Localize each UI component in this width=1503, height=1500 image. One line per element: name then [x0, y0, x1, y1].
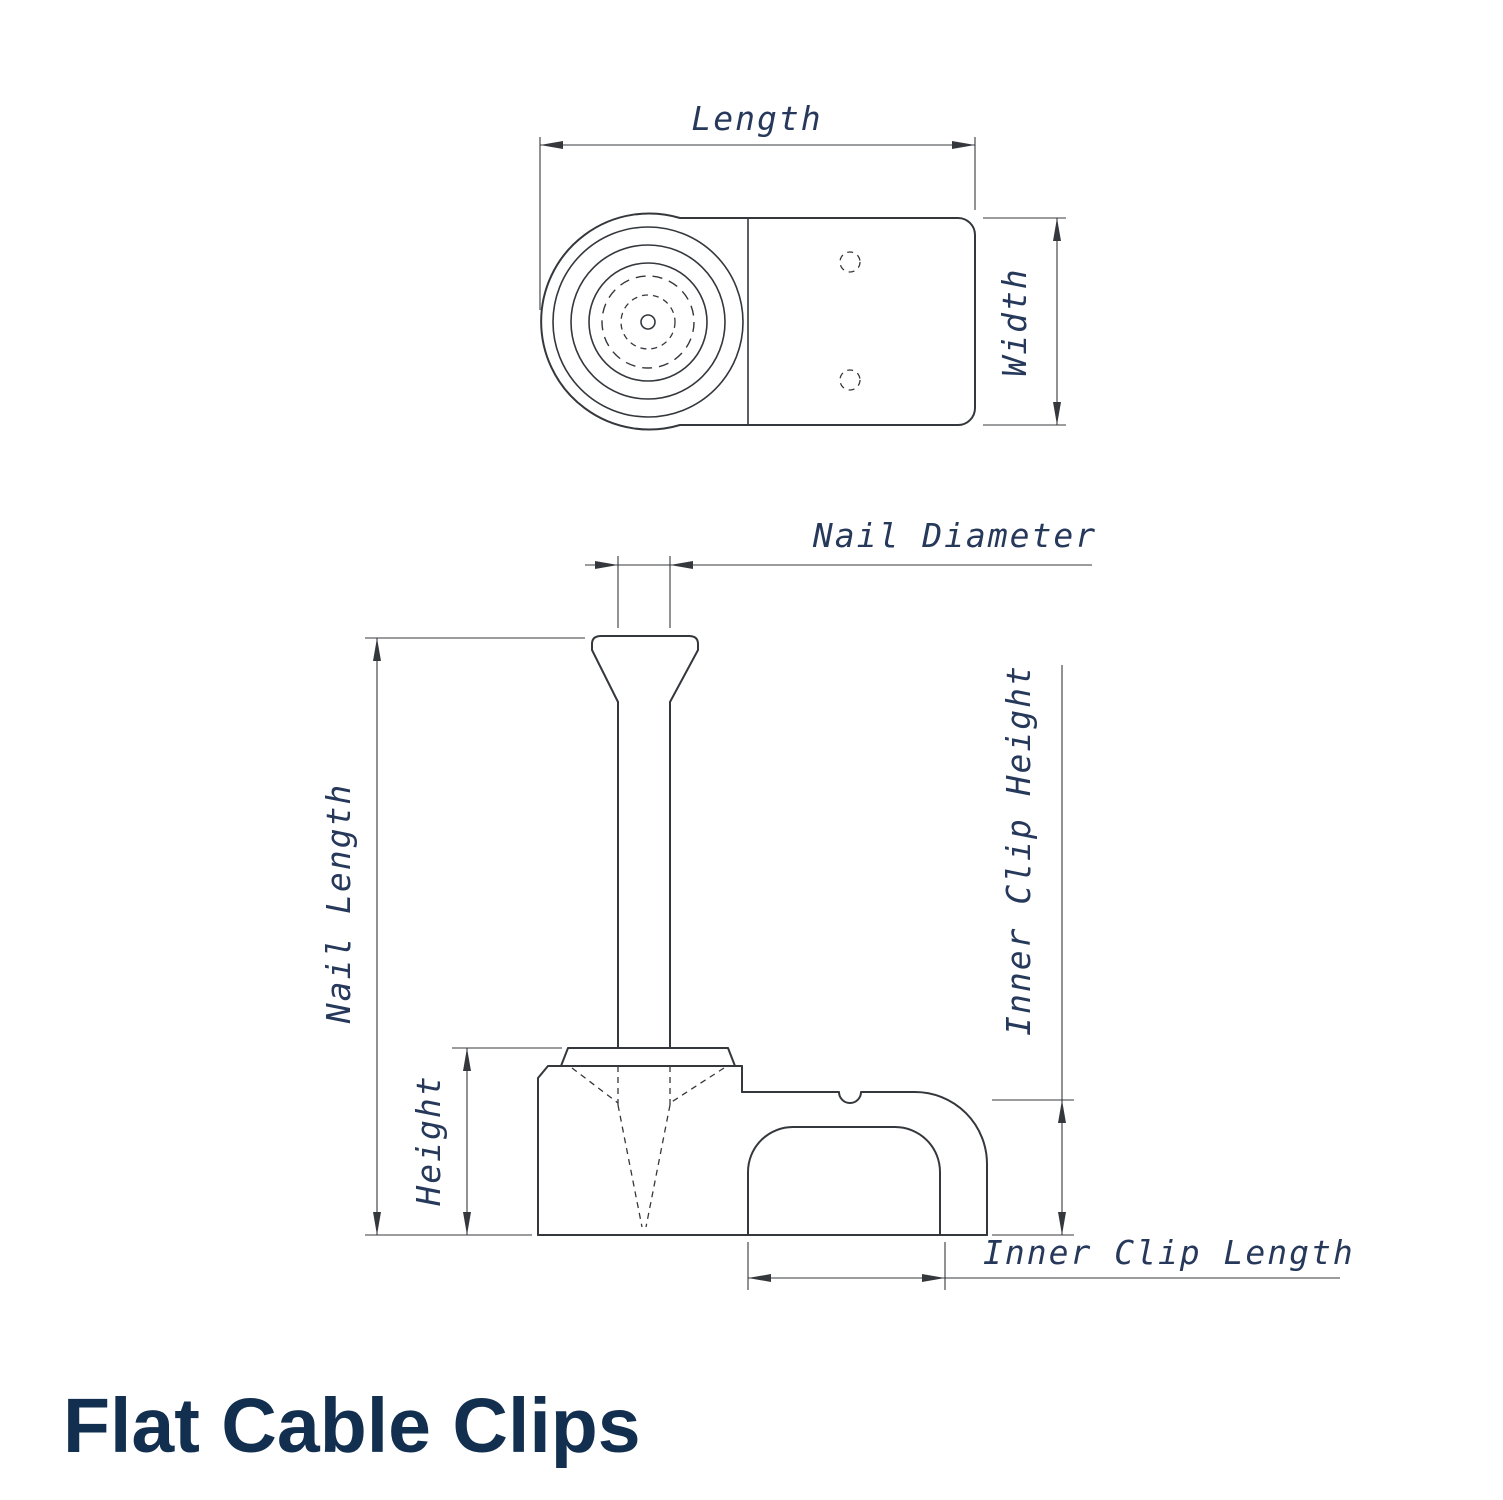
nail-head-hidden-circle [601, 275, 695, 369]
nail-head-outline [591, 635, 699, 703]
arrowhead [748, 1274, 771, 1282]
arrowhead [1053, 218, 1061, 241]
nail-diameter-dimension: Nail Diameter [585, 516, 1097, 628]
length-dimension: Length [539, 99, 976, 310]
side-view: Nail Diameter Nail Length Height Inn [319, 516, 1355, 1290]
inner-clip-length-label: Inner Clip Length [983, 1233, 1355, 1272]
arrowhead [373, 1212, 381, 1235]
height-label: Height [409, 1074, 448, 1206]
nail-washer [560, 1047, 736, 1067]
nail-tip-circle [640, 314, 656, 330]
mould-hole-bottom [839, 369, 861, 391]
inner-clip-height-label: Inner Clip Height [999, 664, 1038, 1036]
arrowhead [670, 561, 693, 569]
length-label: Length [691, 99, 822, 138]
arrowhead [595, 561, 618, 569]
arrowhead [540, 141, 563, 149]
arrowhead [463, 1048, 471, 1071]
width-label: Width [995, 267, 1034, 376]
arrowhead [952, 141, 975, 149]
page-title: Flat Cable Clips [63, 1383, 641, 1469]
height-dimension: Height [409, 1047, 562, 1235]
hidden-countersink-left [571, 1067, 619, 1104]
arrowhead [1053, 402, 1061, 425]
mould-hole-top [839, 251, 861, 273]
hidden-nail-lines [571, 1066, 725, 1228]
clip-top-outline [540, 212, 976, 431]
nail-boss-ring-middle [570, 244, 726, 400]
inner-clip-height-dimension: Inner Clip Height [992, 664, 1074, 1236]
nail-length-dimension: Nail Length [319, 637, 585, 1236]
width-dimension: Width [983, 217, 1066, 426]
top-view: Length Width [539, 99, 1066, 431]
inner-clip-length-dimension: Inner Clip Length [747, 1233, 1355, 1290]
nail-boss-ring-outer [552, 226, 744, 418]
arrowhead [1058, 1212, 1066, 1235]
arrowhead [922, 1274, 945, 1282]
hidden-countersink-right [669, 1067, 725, 1104]
clip-block-outline [537, 1065, 743, 1236]
arrowhead [1058, 1100, 1066, 1123]
arrowhead [463, 1212, 471, 1235]
clip-arch-outer [741, 1091, 988, 1236]
hidden-point-right [645, 1104, 671, 1228]
clip-arch-inner [747, 1126, 941, 1236]
hidden-point-left [617, 1104, 643, 1228]
nail-diameter-label: Nail Diameter [812, 516, 1097, 555]
nail-boss-ring-inner [588, 262, 708, 382]
nail-length-label: Nail Length [319, 783, 358, 1025]
nail-shaft-hidden-circle [620, 294, 676, 350]
arrowhead [373, 638, 381, 661]
